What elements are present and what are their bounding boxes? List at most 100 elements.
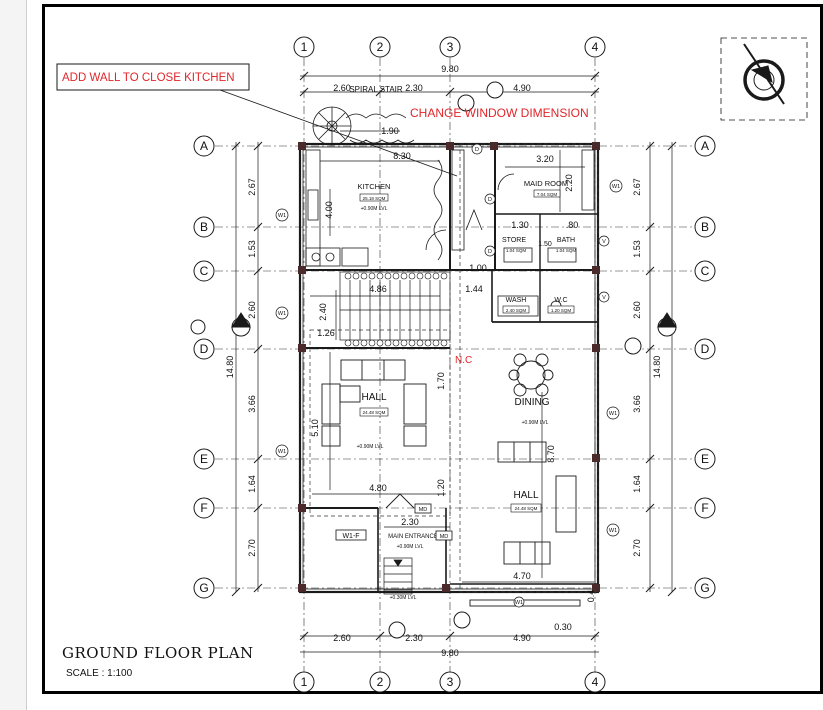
dim-150: 1.50: [538, 241, 552, 248]
grid-label-C-right: C: [701, 264, 710, 278]
grid-label-B-left: B: [200, 220, 208, 234]
dim-230b: 2.30: [401, 517, 419, 527]
dim-100: 1.00: [469, 263, 487, 273]
note-kitchen-wall: ADD WALL TO CLOSE KITCHEN: [62, 72, 235, 84]
grid-bubble-1-top: [293, 36, 315, 58]
baluster-row: [344, 272, 448, 347]
room-bath-area: 1.04 SQM: [556, 248, 577, 253]
dim-row-cd-right: 2.60: [632, 301, 642, 319]
service-fixtures: [465, 149, 595, 317]
dim-row-fg-right: 2.70: [632, 539, 642, 557]
room-store-area: 1.04 SQM: [506, 248, 527, 253]
dimension-text: 9.80 2.60 SPIRAL STAIR 2.30 4.90 1.90 8.…: [317, 64, 578, 658]
grid-bubble-3-top: [439, 36, 461, 58]
opening-tags: W1 W1 W1 W1 W1 W1 W1-F MD MD D D D V V W…: [275, 143, 623, 608]
grid-label-1-top: 1: [301, 40, 308, 54]
tag-md-2: MD: [440, 534, 449, 540]
dim-maid-width: 3.20: [536, 154, 554, 164]
dimension-lines: [235, 75, 673, 653]
tag-w1f: W1-F: [342, 533, 359, 540]
dim-144: 1.44: [465, 284, 483, 294]
tag-w1-kitchen: W1: [278, 213, 286, 219]
dim-bot-left: 2.60: [333, 633, 351, 643]
grid-label-D-left: D: [200, 342, 209, 356]
tag-w1-hall2: W1: [609, 528, 617, 534]
grid-bubble-1-bottom: [293, 671, 315, 693]
dim-stair-h: 2.40: [318, 303, 328, 321]
dim-126: 1.26: [317, 328, 335, 338]
tag-md-1: MD: [419, 507, 428, 513]
wall-columns: [298, 142, 600, 592]
sheet-scale: SCALE : 1:100: [66, 668, 133, 679]
vertical-dimension-text: 14.80 14.80 2.67 1.53 2.60 3.66 1.64 2.7…: [225, 174, 662, 602]
dim-130: 1.30: [511, 220, 529, 230]
grid-label-E-left: E: [200, 452, 208, 466]
spiral-stair: [312, 106, 415, 146]
dim-row-ef-left: 1.64: [247, 475, 257, 493]
grid-label-A-right: A: [701, 139, 709, 153]
hall-furniture: [321, 359, 427, 509]
tag-w1-maid: W1: [612, 184, 620, 190]
dashed-outline: [309, 143, 599, 593]
tag-w1-stair: W1: [278, 311, 286, 317]
grid-label-G-left: G: [199, 581, 208, 595]
room-maid-area: 7.04 SQM: [537, 192, 558, 197]
dim-top-right: 4.90: [513, 83, 531, 93]
tag-w1-bottom: W1: [515, 600, 523, 606]
room-maid-name: MAID ROOM: [524, 179, 568, 188]
dim-120: 1.20: [436, 479, 446, 497]
room-dining-name: DINING: [515, 397, 550, 408]
tag-w1-dining: W1: [609, 411, 617, 417]
dim-190: 1.90: [381, 126, 399, 136]
room-wash-name: WASH: [506, 297, 527, 304]
dim-left-total: 14.80: [225, 356, 235, 379]
kitchen-fixtures: [305, 149, 465, 267]
room-labels: KITCHEN 25.18 SQM +0.90M LVL MAID ROOM 7…: [357, 179, 577, 601]
grid-label-F-right: F: [701, 501, 708, 515]
dining-set: [469, 353, 581, 607]
dim-kitchen-h: 4.00: [324, 201, 334, 219]
section-markers: [190, 81, 677, 639]
room-store-name: STORE: [502, 237, 526, 244]
grid-label-D-right: D: [701, 342, 710, 356]
red-notes: ADD WALL TO CLOSE KITCHEN CHANGE WINDOW …: [56, 63, 589, 366]
grid-label-4-top: 4: [592, 40, 599, 54]
room-hall2-area: 24.48 SQM: [515, 506, 538, 511]
grid-bubble-4-bottom: [584, 671, 606, 693]
grid-label-F-left: F: [200, 501, 207, 515]
grid-label-1-bottom: 1: [301, 675, 308, 689]
row-bubble-labels: A A B B C C D D E E F F G G: [199, 139, 709, 595]
grid-label-2-top: 2: [377, 40, 384, 54]
dim-row-de-left: 3.66: [247, 395, 257, 413]
note-window-dimension: CHANGE WINDOW DIMENSION: [410, 106, 589, 120]
grid-label-3-top: 3: [447, 40, 454, 54]
grid-bubble-4-top: [584, 36, 606, 58]
dim-maid-h: 2.20: [564, 174, 574, 192]
room-kitchen-area: 25.18 SQM: [363, 196, 386, 201]
room-wc-name: W.C: [554, 297, 567, 304]
grid-label-C-left: C: [200, 264, 209, 278]
entrance-steps: [383, 557, 413, 595]
dim-hall-h: 5.10: [310, 419, 320, 437]
grid-label-3-bottom: 3: [447, 675, 454, 689]
room-hall-area: 24.48 SQM: [363, 410, 386, 415]
dim-top-left: 2.60: [333, 83, 351, 93]
tag-d-top: D: [475, 147, 479, 153]
room-wc-area: 1.20 SQM: [551, 308, 572, 313]
dim-bot-total: 9.80: [441, 648, 459, 658]
room-kitchen-name: KITCHEN: [358, 182, 391, 191]
dim-row-ab-left: 2.67: [247, 178, 257, 196]
room-entrance-name: MAIN ENTRANCE: [388, 534, 438, 540]
dim-170: 1.70: [436, 372, 446, 390]
grid-label-E-right: E: [701, 452, 709, 466]
tag-v-wc: V: [602, 295, 606, 301]
dim-080: .80: [566, 220, 579, 230]
column-bubble-labels: 1 2 3 4 1 2 3 4: [301, 40, 599, 689]
dim-row-de-right: 3.66: [632, 395, 642, 413]
room-wash-area: 2.40 SQM: [506, 308, 527, 313]
dim-row-fg-left: 2.70: [247, 539, 257, 557]
grid-label-2-bottom: 2: [377, 675, 384, 689]
dim-top-mid: 2.30: [405, 83, 423, 93]
row-bubbles: [193, 135, 716, 599]
